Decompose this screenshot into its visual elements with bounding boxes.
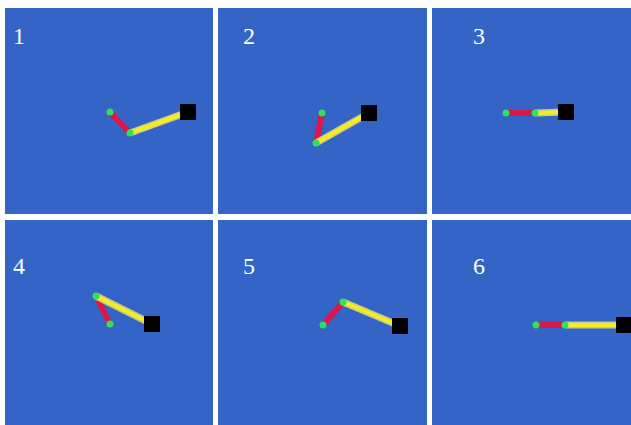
base-block [616, 317, 631, 333]
yellow-link-outline [343, 302, 400, 326]
joint-dot [562, 322, 569, 329]
joint-dot [107, 109, 114, 116]
red-link [506, 110, 535, 116]
robot-arm [533, 317, 631, 333]
panel [432, 220, 631, 425]
panel [5, 8, 213, 214]
joint-dot [127, 130, 134, 137]
yellow-link [565, 323, 624, 327]
panel [218, 8, 427, 214]
panel-number: 5 [243, 254, 255, 278]
yellow-link [96, 296, 152, 324]
joint-dot [93, 293, 100, 300]
base-block [392, 318, 408, 334]
panel [218, 220, 427, 425]
yellow-link-outline [565, 322, 624, 329]
robot-arm [107, 104, 197, 137]
yellow-link-outline [96, 296, 152, 324]
base-block [558, 104, 574, 120]
robot-arm [503, 104, 575, 120]
panel-number: 4 [13, 254, 25, 278]
robot-arm [93, 293, 161, 333]
panel-number: 3 [473, 24, 485, 48]
joint-dot [533, 322, 540, 329]
joint-dot [313, 140, 320, 147]
base-block [361, 105, 377, 121]
base-block [144, 316, 160, 332]
yellow-link [130, 112, 188, 133]
joint-dot [107, 321, 114, 328]
yellow-link-outline [130, 112, 188, 133]
red-link [536, 322, 565, 328]
panel-number: 2 [243, 24, 255, 48]
red-link [110, 112, 130, 133]
panel-number: 6 [473, 254, 485, 278]
red-link [323, 302, 343, 325]
joint-dot [503, 110, 510, 117]
joint-dot [320, 322, 327, 329]
robot-arm [313, 105, 378, 147]
joint-dot [532, 110, 539, 117]
panel [5, 220, 213, 425]
joint-dot [340, 299, 347, 306]
panel [432, 8, 631, 214]
base-block [180, 104, 196, 120]
panel-number: 1 [13, 24, 25, 48]
robot-arm [320, 299, 409, 335]
joint-dot [319, 110, 326, 117]
yellow-link [343, 302, 400, 326]
